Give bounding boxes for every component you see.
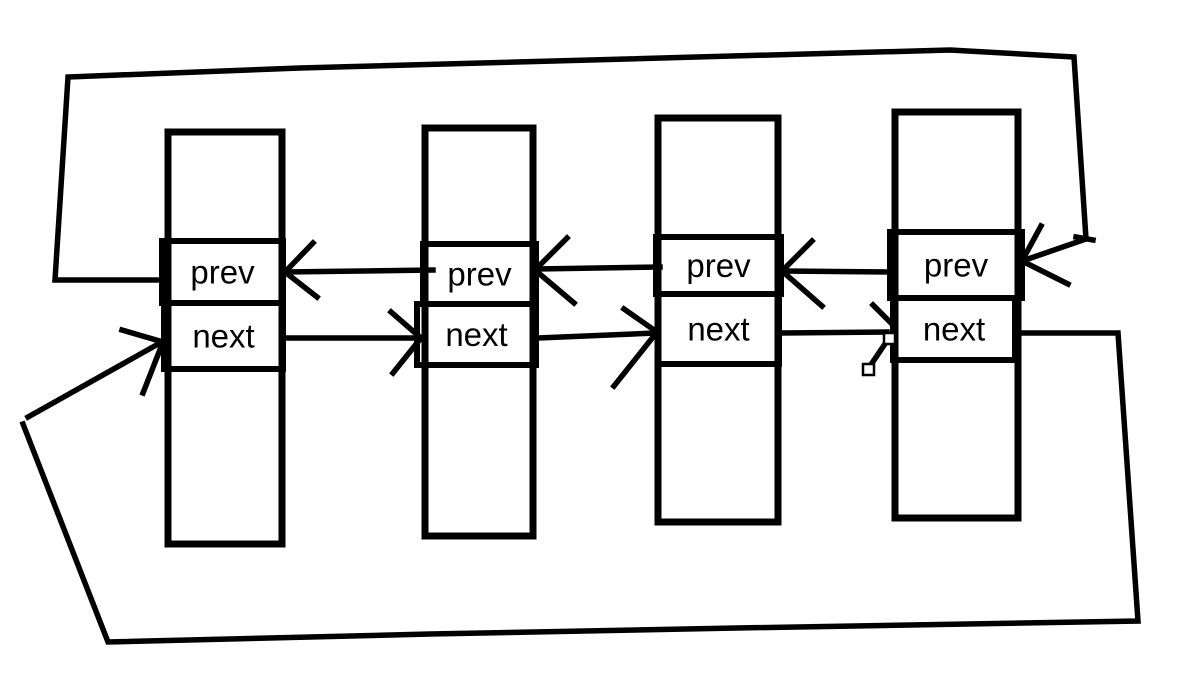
prev-arrow-3to2-barb-dn bbox=[531, 266, 578, 307]
prev-arrow-2to1-shaft bbox=[284, 267, 436, 275]
next-cell-label: next bbox=[687, 311, 749, 348]
next-arrow-3to4-shaft bbox=[780, 329, 890, 336]
selection-handles-layer bbox=[861, 331, 897, 377]
top-wraparound-barb-dn bbox=[1018, 257, 1072, 288]
prev-arrow-3to2-barb-up bbox=[531, 234, 571, 274]
prev-cell-label: prev bbox=[447, 256, 512, 293]
next-arrow-2to3-barb-dn bbox=[610, 328, 661, 390]
bottom-wraparound-next-4to1 bbox=[19, 330, 1141, 645]
next-cell-label: next bbox=[445, 316, 507, 353]
top-wraparound-barb-up bbox=[1018, 222, 1045, 265]
list-node-1: prev next bbox=[159, 128, 286, 548]
next-cell bbox=[890, 295, 1018, 363]
list-node-4: prev next bbox=[887, 108, 1025, 522]
prev-cell-label: prev bbox=[190, 254, 255, 291]
prev-arrow-2to1-barb-dn bbox=[281, 268, 321, 301]
top-wraparound-end-tick bbox=[1072, 233, 1097, 244]
selection-handle[interactable] bbox=[861, 362, 876, 377]
next-cell bbox=[414, 301, 539, 368]
prev-arrow-4to3-shaft bbox=[781, 268, 895, 275]
next-arrow-2to3-barb-up bbox=[620, 305, 661, 336]
next-cell bbox=[161, 300, 286, 372]
next-cell-label: next bbox=[192, 318, 254, 355]
top-wraparound-prev-1to4 bbox=[52, 47, 1089, 283]
list-node-3: prev next bbox=[653, 114, 784, 526]
prev-arrow-4to3-barb-dn bbox=[778, 267, 826, 310]
bottom-wraparound-shaft bbox=[24, 339, 164, 421]
bottom-wraparound-barb-up bbox=[118, 326, 167, 346]
list-node-2: prev next bbox=[414, 124, 539, 540]
next-arrow-2to3-shaft bbox=[535, 330, 659, 341]
nodes-layer: prev next prev next prev next prev next bbox=[159, 108, 1025, 548]
bottom-wraparound-barb-dn bbox=[139, 338, 167, 397]
selection-handle[interactable] bbox=[882, 331, 897, 346]
prev-arrow-3to2-shaft bbox=[536, 264, 663, 272]
prev-arrow-2to1-barb-up bbox=[281, 239, 317, 276]
next-cell bbox=[655, 291, 782, 367]
prev-cell-label: prev bbox=[686, 247, 751, 284]
prev-arrow-4to3-barb-up bbox=[778, 237, 816, 275]
next-cell-label: next bbox=[923, 311, 985, 348]
prev-cell-label: prev bbox=[924, 247, 989, 284]
